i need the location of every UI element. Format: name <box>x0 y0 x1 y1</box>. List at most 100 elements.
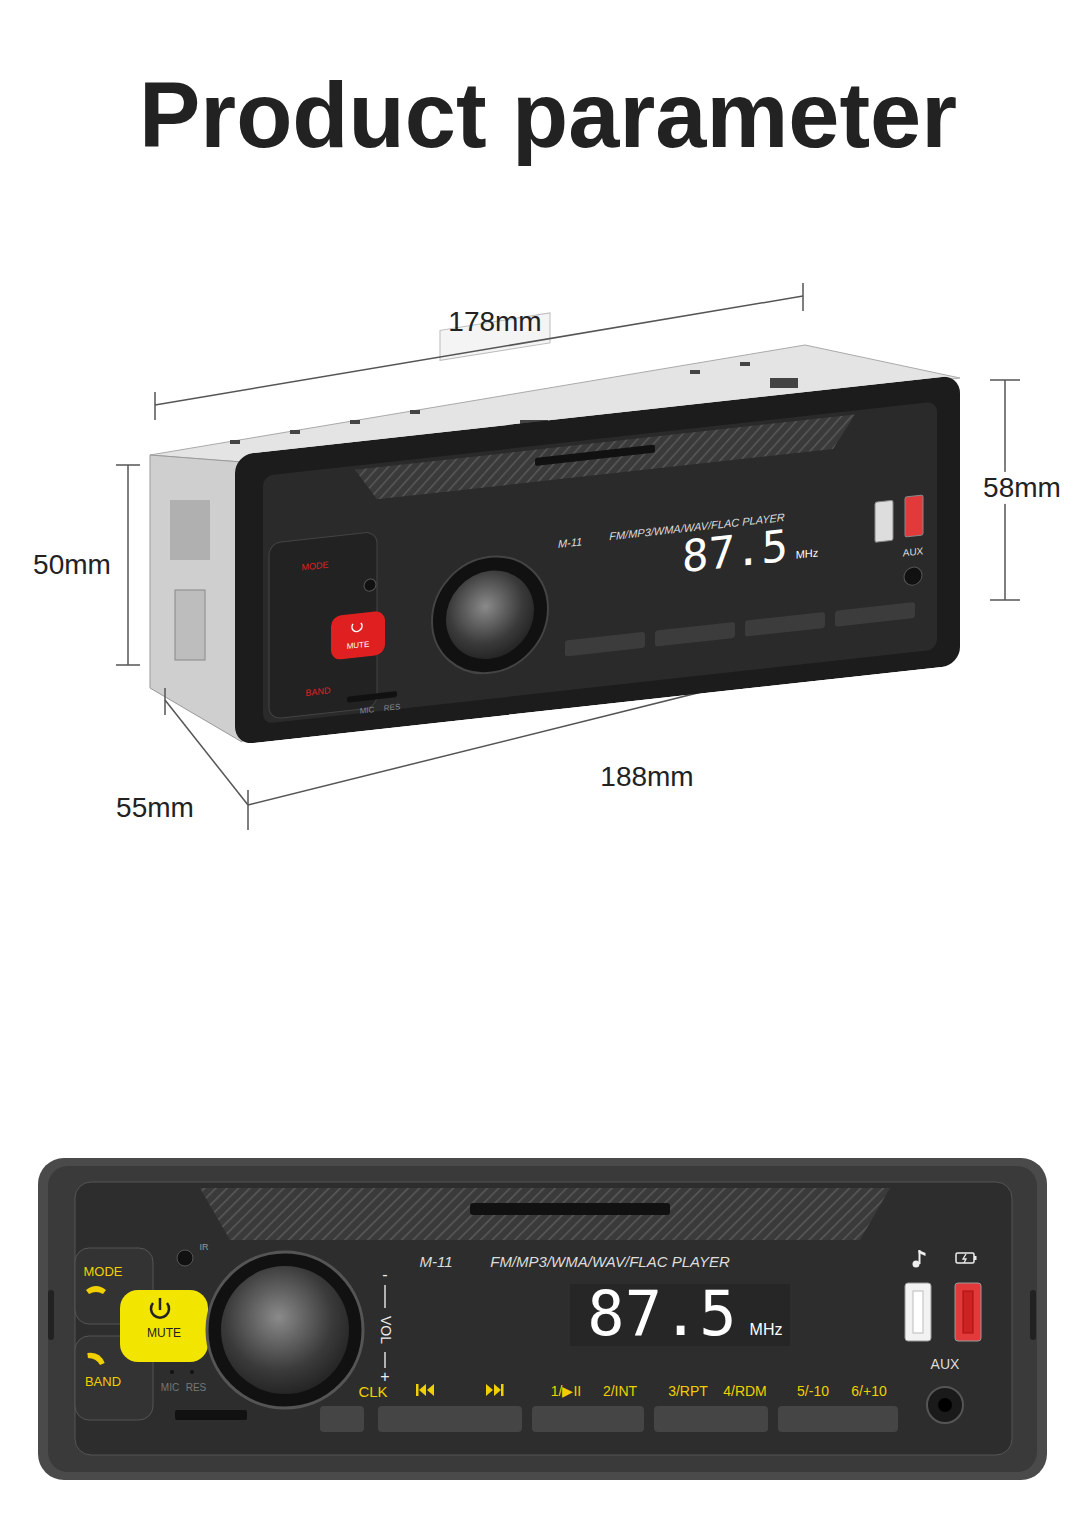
device-graphic <box>384 1285 386 1308</box>
device-graphic <box>159 1298 162 1310</box>
device-graphic <box>155 296 803 405</box>
device-graphic <box>154 392 156 420</box>
button-label: 4/RDM <box>723 1383 767 1399</box>
button-label: RES <box>186 1382 207 1394</box>
device-graphic <box>38 1158 1047 1480</box>
volume-label: VOL <box>378 1316 394 1344</box>
dimension-label: 55mm <box>116 792 194 824</box>
device-graphic <box>974 1256 977 1260</box>
device-graphic <box>116 664 140 666</box>
button-label: MODE <box>84 1265 123 1280</box>
device-graphic <box>875 500 893 542</box>
unit-label: MHz <box>750 1321 783 1339</box>
device-graphic <box>416 1384 504 1396</box>
device-graphic <box>446 566 534 664</box>
button-label: MIC <box>161 1382 179 1394</box>
device-graphic <box>175 590 205 660</box>
device-graphic <box>116 464 140 466</box>
model-label: M-11 <box>558 535 582 550</box>
device-graphic <box>352 623 362 632</box>
device-graphic <box>913 1261 920 1268</box>
device-graphic <box>565 632 645 657</box>
device-graphic <box>990 599 1020 601</box>
device-graphic <box>116 283 1020 830</box>
device-graphic <box>85 1350 106 1367</box>
port-label: AUX <box>931 1356 960 1372</box>
button-label: CLK <box>358 1383 387 1400</box>
device-graphic <box>120 1290 208 1362</box>
device-graphic <box>175 1410 247 1420</box>
dimension-label: 58mm <box>979 472 1065 504</box>
device-graphic <box>432 550 548 679</box>
device-graphic <box>501 1384 504 1396</box>
device-graphic <box>938 1398 952 1412</box>
device-graphic <box>320 1406 364 1432</box>
device-graphic <box>230 440 240 444</box>
device-graphic <box>48 1166 1037 1472</box>
device-graphic <box>919 1250 926 1256</box>
button-label: 3/RPT <box>668 1383 708 1399</box>
device-graphic <box>956 1253 974 1263</box>
device-graphic <box>770 378 798 388</box>
device-graphic <box>486 1384 493 1396</box>
device-graphic <box>470 1203 670 1215</box>
sensor-label: IR <box>200 1242 209 1252</box>
device-graphic <box>1030 1290 1036 1340</box>
device-graphic <box>990 379 1020 381</box>
device-graphic <box>802 283 804 311</box>
device-graphic <box>494 1384 501 1396</box>
device-graphic <box>384 1352 386 1368</box>
device-graphic <box>565 602 915 657</box>
frequency-display: 87.5 <box>587 1278 736 1349</box>
volume-label: - <box>382 1266 387 1284</box>
button-label: MUTE <box>147 1327 181 1341</box>
device-graphic <box>200 1188 890 1240</box>
device-graphic <box>378 1406 522 1432</box>
button-label: MIC <box>360 705 375 716</box>
device-graphic <box>913 1291 923 1333</box>
device-graphic <box>364 578 376 591</box>
button-label: 5/-10 <box>797 1383 829 1399</box>
button-label: 2/INT <box>603 1383 637 1399</box>
button-label: 6/+10 <box>851 1383 886 1399</box>
device-graphic <box>740 362 750 366</box>
device-graphic <box>235 375 960 745</box>
device-graphic <box>221 1266 349 1394</box>
device-graphic <box>331 610 385 660</box>
device-graphic <box>427 1384 434 1396</box>
device-graphic <box>320 1406 898 1432</box>
device-graphic <box>410 410 420 414</box>
device-graphic <box>416 1384 419 1396</box>
device-graphic <box>654 1406 768 1432</box>
device-graphic <box>905 495 923 537</box>
device-graphic <box>419 1384 426 1396</box>
device-graphic <box>170 500 210 560</box>
dimension-label: 188mm <box>600 761 693 793</box>
device-graphic <box>263 401 937 723</box>
device-graphic <box>963 1254 966 1263</box>
device-graphic <box>86 1286 106 1294</box>
button-label: RES <box>384 702 400 713</box>
button-label: BAND <box>85 1375 121 1390</box>
device-graphic <box>955 1283 981 1341</box>
dimension-label: 178mm <box>448 306 541 338</box>
device-graphic <box>75 1182 1012 1455</box>
device-graphic <box>164 688 166 715</box>
device-graphic <box>150 455 242 742</box>
device-graphic <box>927 1387 963 1423</box>
device-graphic <box>532 1406 644 1432</box>
device-graphic <box>835 602 915 627</box>
device-graphic <box>350 420 360 424</box>
format-label: FM/MP3/WMA/WAV/FLAC PLAYER <box>490 1253 730 1270</box>
page-title: Product parameter <box>139 63 957 169</box>
device-graphic <box>48 1290 54 1340</box>
button-label: 1/▶II <box>551 1383 581 1399</box>
device-graphic <box>913 1250 926 1268</box>
dimension-label: 50mm <box>33 549 111 581</box>
device-graphic <box>905 1283 931 1341</box>
device-graphic <box>745 612 825 637</box>
device-graphic <box>963 1291 973 1333</box>
device-graphic <box>207 1252 363 1408</box>
